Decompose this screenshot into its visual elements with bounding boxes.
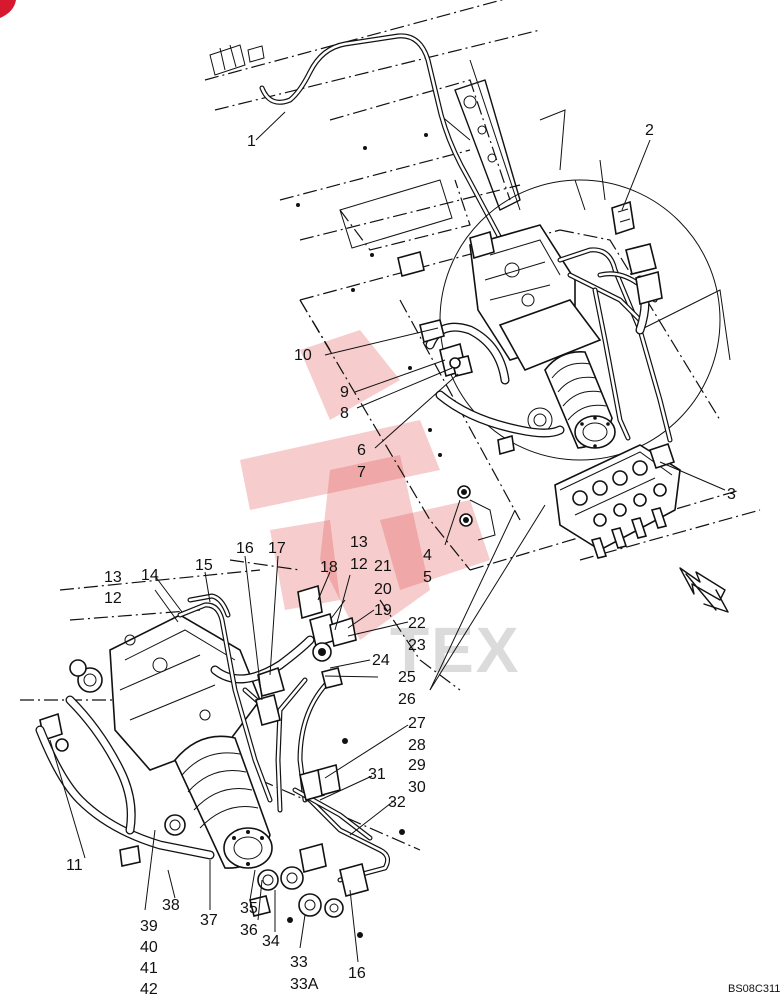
callout-4: 4: [423, 547, 432, 564]
callout-12b: 12: [350, 556, 368, 573]
callout-38: 38: [162, 897, 180, 914]
callout-36: 36: [240, 922, 258, 939]
callout-19: 19: [374, 602, 392, 619]
callout-40: 40: [140, 939, 158, 956]
callout-8: 8: [340, 405, 349, 422]
callout-17: 17: [268, 540, 286, 557]
callout-16a: 16: [236, 540, 254, 557]
watermark-logo: [240, 330, 490, 640]
callout-27: 27: [408, 715, 426, 732]
upper-drive-motor: [439, 179, 721, 461]
fitting-item-2: [611, 200, 663, 306]
leader-lines: [49, 111, 726, 963]
callout-10: 10: [294, 347, 312, 364]
callout-11: 11: [66, 857, 83, 874]
callout-12a: 12: [104, 590, 122, 607]
callout-2: 2: [645, 122, 654, 139]
mounting-plate: [296, 133, 453, 457]
callout-30: 30: [408, 779, 426, 796]
callout-13a: 13: [104, 569, 122, 586]
callout-22: 22: [408, 615, 426, 632]
callout-13b: 13: [350, 534, 368, 551]
watermark-text: TEX: [390, 614, 520, 686]
frame-bracket: [454, 59, 521, 211]
callout-35: 35: [240, 900, 258, 917]
callout-21: 21: [374, 558, 392, 575]
callout-18: 18: [320, 559, 338, 576]
callout-33A: 33A: [290, 976, 319, 993]
lower-hoses: [35, 593, 391, 883]
callout-34: 34: [262, 933, 280, 950]
callout-23: 23: [408, 637, 426, 654]
callout-41: 41: [140, 960, 158, 977]
washers-items-4-5: [457, 434, 515, 541]
callout-9: 9: [340, 384, 349, 401]
fittings-cluster: [249, 584, 405, 938]
direction-arrow-icon: [679, 567, 729, 613]
fittings-items-8-10: [397, 251, 473, 378]
callout-31: 31: [368, 766, 386, 783]
callout-20: 20: [374, 581, 392, 598]
callout-26: 26: [398, 691, 416, 708]
callout-24: 24: [372, 652, 390, 669]
corner-badge: [0, 0, 16, 18]
control-valve: [554, 442, 681, 559]
pipe-item-1: [259, 33, 503, 241]
callout-1: 1: [247, 133, 256, 150]
lower-drive-motor: [39, 614, 273, 869]
callout-42: 42: [140, 981, 158, 998]
drawing-code: BS08C311: [728, 983, 780, 995]
callout-33: 33: [290, 954, 308, 971]
callout-6: 6: [357, 442, 366, 459]
callout-5: 5: [423, 569, 432, 586]
callout-29: 29: [408, 757, 426, 774]
callout-labels: 1 2 3 4 5 6 7 8 9 10 11 13 12 14 15 16 1…: [66, 122, 736, 998]
callout-25: 25: [398, 669, 416, 686]
callout-7: 7: [357, 464, 366, 481]
callout-39: 39: [140, 918, 158, 935]
callout-16b: 16: [348, 965, 366, 982]
callout-14: 14: [141, 567, 159, 584]
callout-3: 3: [727, 486, 736, 503]
callout-15: 15: [195, 557, 213, 574]
callout-32: 32: [388, 794, 406, 811]
callout-28: 28: [408, 737, 426, 754]
hose-clamp: [209, 44, 265, 76]
callout-37: 37: [200, 912, 218, 929]
